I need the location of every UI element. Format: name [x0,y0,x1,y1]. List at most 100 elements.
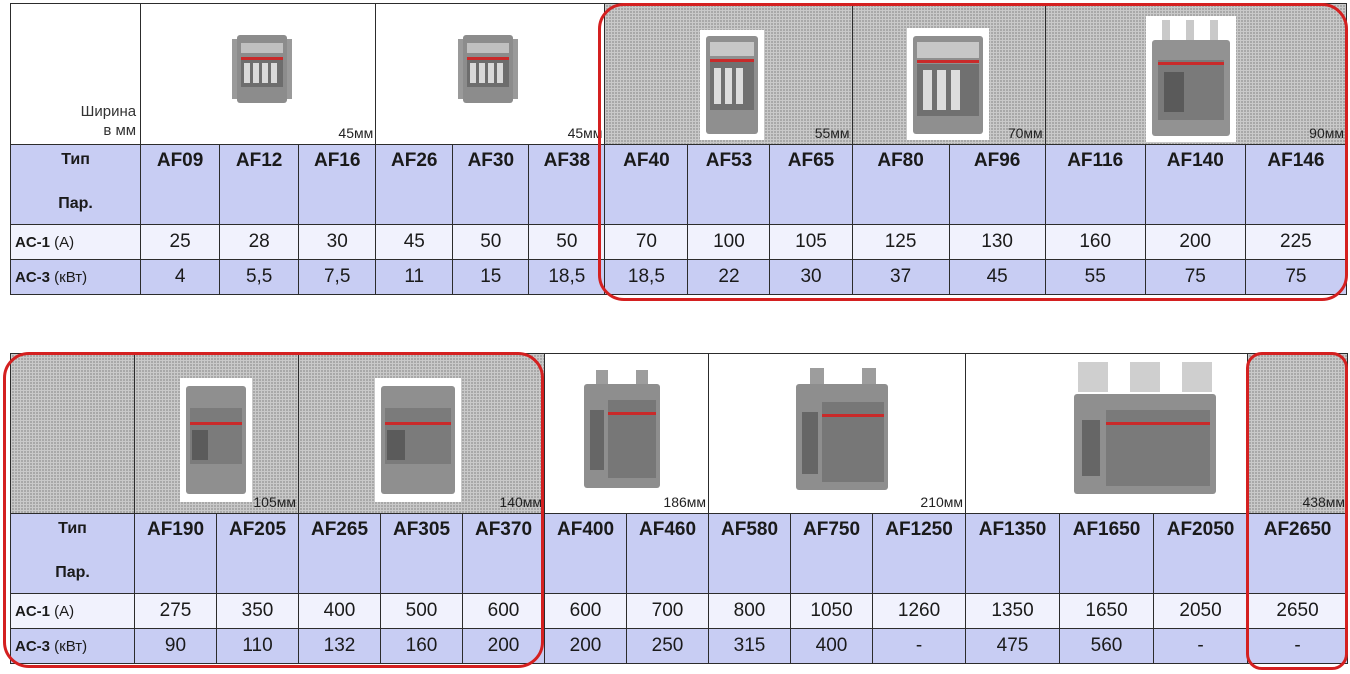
ac3-value: 400 [790,628,874,664]
type-name: AF26 [375,144,454,225]
ac1-value: 225 [1244,224,1348,260]
ac1-value: 30 [298,224,377,260]
type-name: AF2050 [1153,513,1249,594]
type-name: AF40 [604,144,689,225]
type-name: AF96 [948,144,1046,225]
ac1-value: 105 [769,224,853,260]
ac3-value: 11 [375,259,454,295]
ac3-value: - [872,628,967,664]
ac1-value: 600 [461,593,546,629]
ac1-label: AC-1 (А) [10,593,135,629]
ac1-value: 1650 [1059,593,1155,629]
ac3-value: 560 [1059,628,1155,664]
ac3-value: 18,5 [528,259,606,295]
type-name: AF1250 [872,513,967,594]
product-image-cell: 438мм [1247,353,1349,514]
type-name: AF265 [298,513,381,594]
width-value: 140мм [499,494,543,510]
contactor-image [180,378,252,502]
type-name: AF400 [544,513,628,594]
ac1-row: AC-1 (А) 275 350 400 500 600 600 700 800… [10,593,1349,629]
ac3-value: 15 [452,259,530,295]
width-value: 70мм [1007,125,1043,141]
ac1-value: 1050 [790,593,874,629]
ac3-label: AC-3 (кВт) [10,628,135,664]
ac1-value: 275 [134,593,217,629]
ac1-value: 28 [219,224,300,260]
width-value: 105мм [253,494,296,510]
ac1-value: 70 [604,224,689,260]
ac3-value: 4 [140,259,221,295]
ac1-value: 700 [626,593,710,629]
type-name: AF580 [708,513,792,594]
ac3-value: - [1153,628,1249,664]
type-name: AF12 [219,144,300,225]
contactor-image [232,35,292,103]
ac3-value: 90 [134,628,217,664]
ac1-value: 500 [380,593,463,629]
width-value: 186мм [663,494,707,510]
type-name: AF140 [1144,144,1246,225]
ac1-value: 1260 [872,593,967,629]
type-name: AF30 [452,144,530,225]
ac3-row: AC-3 (кВт) 90 110 132 160 200 200 250 31… [10,628,1349,664]
ac3-value: 7,5 [298,259,377,295]
type-name: AF116 [1044,144,1146,225]
width-value: 55мм [814,125,850,141]
ac3-value: 37 [851,259,950,295]
type-name: AF305 [380,513,463,594]
ac1-label: AC-1 (А) [9,224,142,260]
ac1-value: 200 [1144,224,1246,260]
type-name: AF80 [851,144,950,225]
ac1-value: 50 [528,224,606,260]
width-value: 45мм [338,125,374,141]
ac1-value: 100 [687,224,771,260]
product-image-cell: 140мм [297,353,546,514]
type-name: AF1650 [1059,513,1155,594]
contactor-image [907,28,989,140]
ac3-value: 22 [687,259,771,295]
contactor-image [700,30,764,140]
ac1-value: 2650 [1247,593,1349,629]
ac3-value: 475 [965,628,1061,664]
type-name: AF1350 [965,513,1061,594]
type-name: AF2650 [1247,513,1349,594]
ac1-value: 400 [298,593,381,629]
ac1-value: 2050 [1153,593,1249,629]
type-name: AF146 [1244,144,1348,225]
type-name: AF65 [769,144,853,225]
type-name: AF09 [140,144,221,225]
ac3-value: 45 [948,259,1046,295]
type-name: AF750 [790,513,874,594]
ac3-value: 30 [769,259,853,295]
ac3-value: 200 [544,628,628,664]
ac1-value: 800 [708,593,792,629]
ac3-value: - [1247,628,1349,664]
type-name: AF16 [298,144,377,225]
type-name: AF370 [461,513,546,594]
ac3-value: 250 [626,628,710,664]
type-name: AF190 [134,513,217,594]
corner-cell [10,353,135,514]
contactor-image [584,370,660,488]
ac1-value: 125 [851,224,950,260]
ac3-value: 55 [1044,259,1146,295]
ac3-value: 315 [708,628,792,664]
ac3-value: 75 [1244,259,1348,295]
ac3-value: 18,5 [604,259,689,295]
ac3-value: 160 [380,628,463,664]
contactor-image [458,35,518,103]
ac3-value: 75 [1144,259,1246,295]
contactor-image [1146,16,1236,142]
type-name: AF38 [528,144,606,225]
type-name: AF53 [687,144,771,225]
ac1-value: 45 [375,224,454,260]
ac1-value: 350 [216,593,299,629]
ac3-value: 5,5 [219,259,300,295]
width-value: 90мм [1309,125,1344,141]
